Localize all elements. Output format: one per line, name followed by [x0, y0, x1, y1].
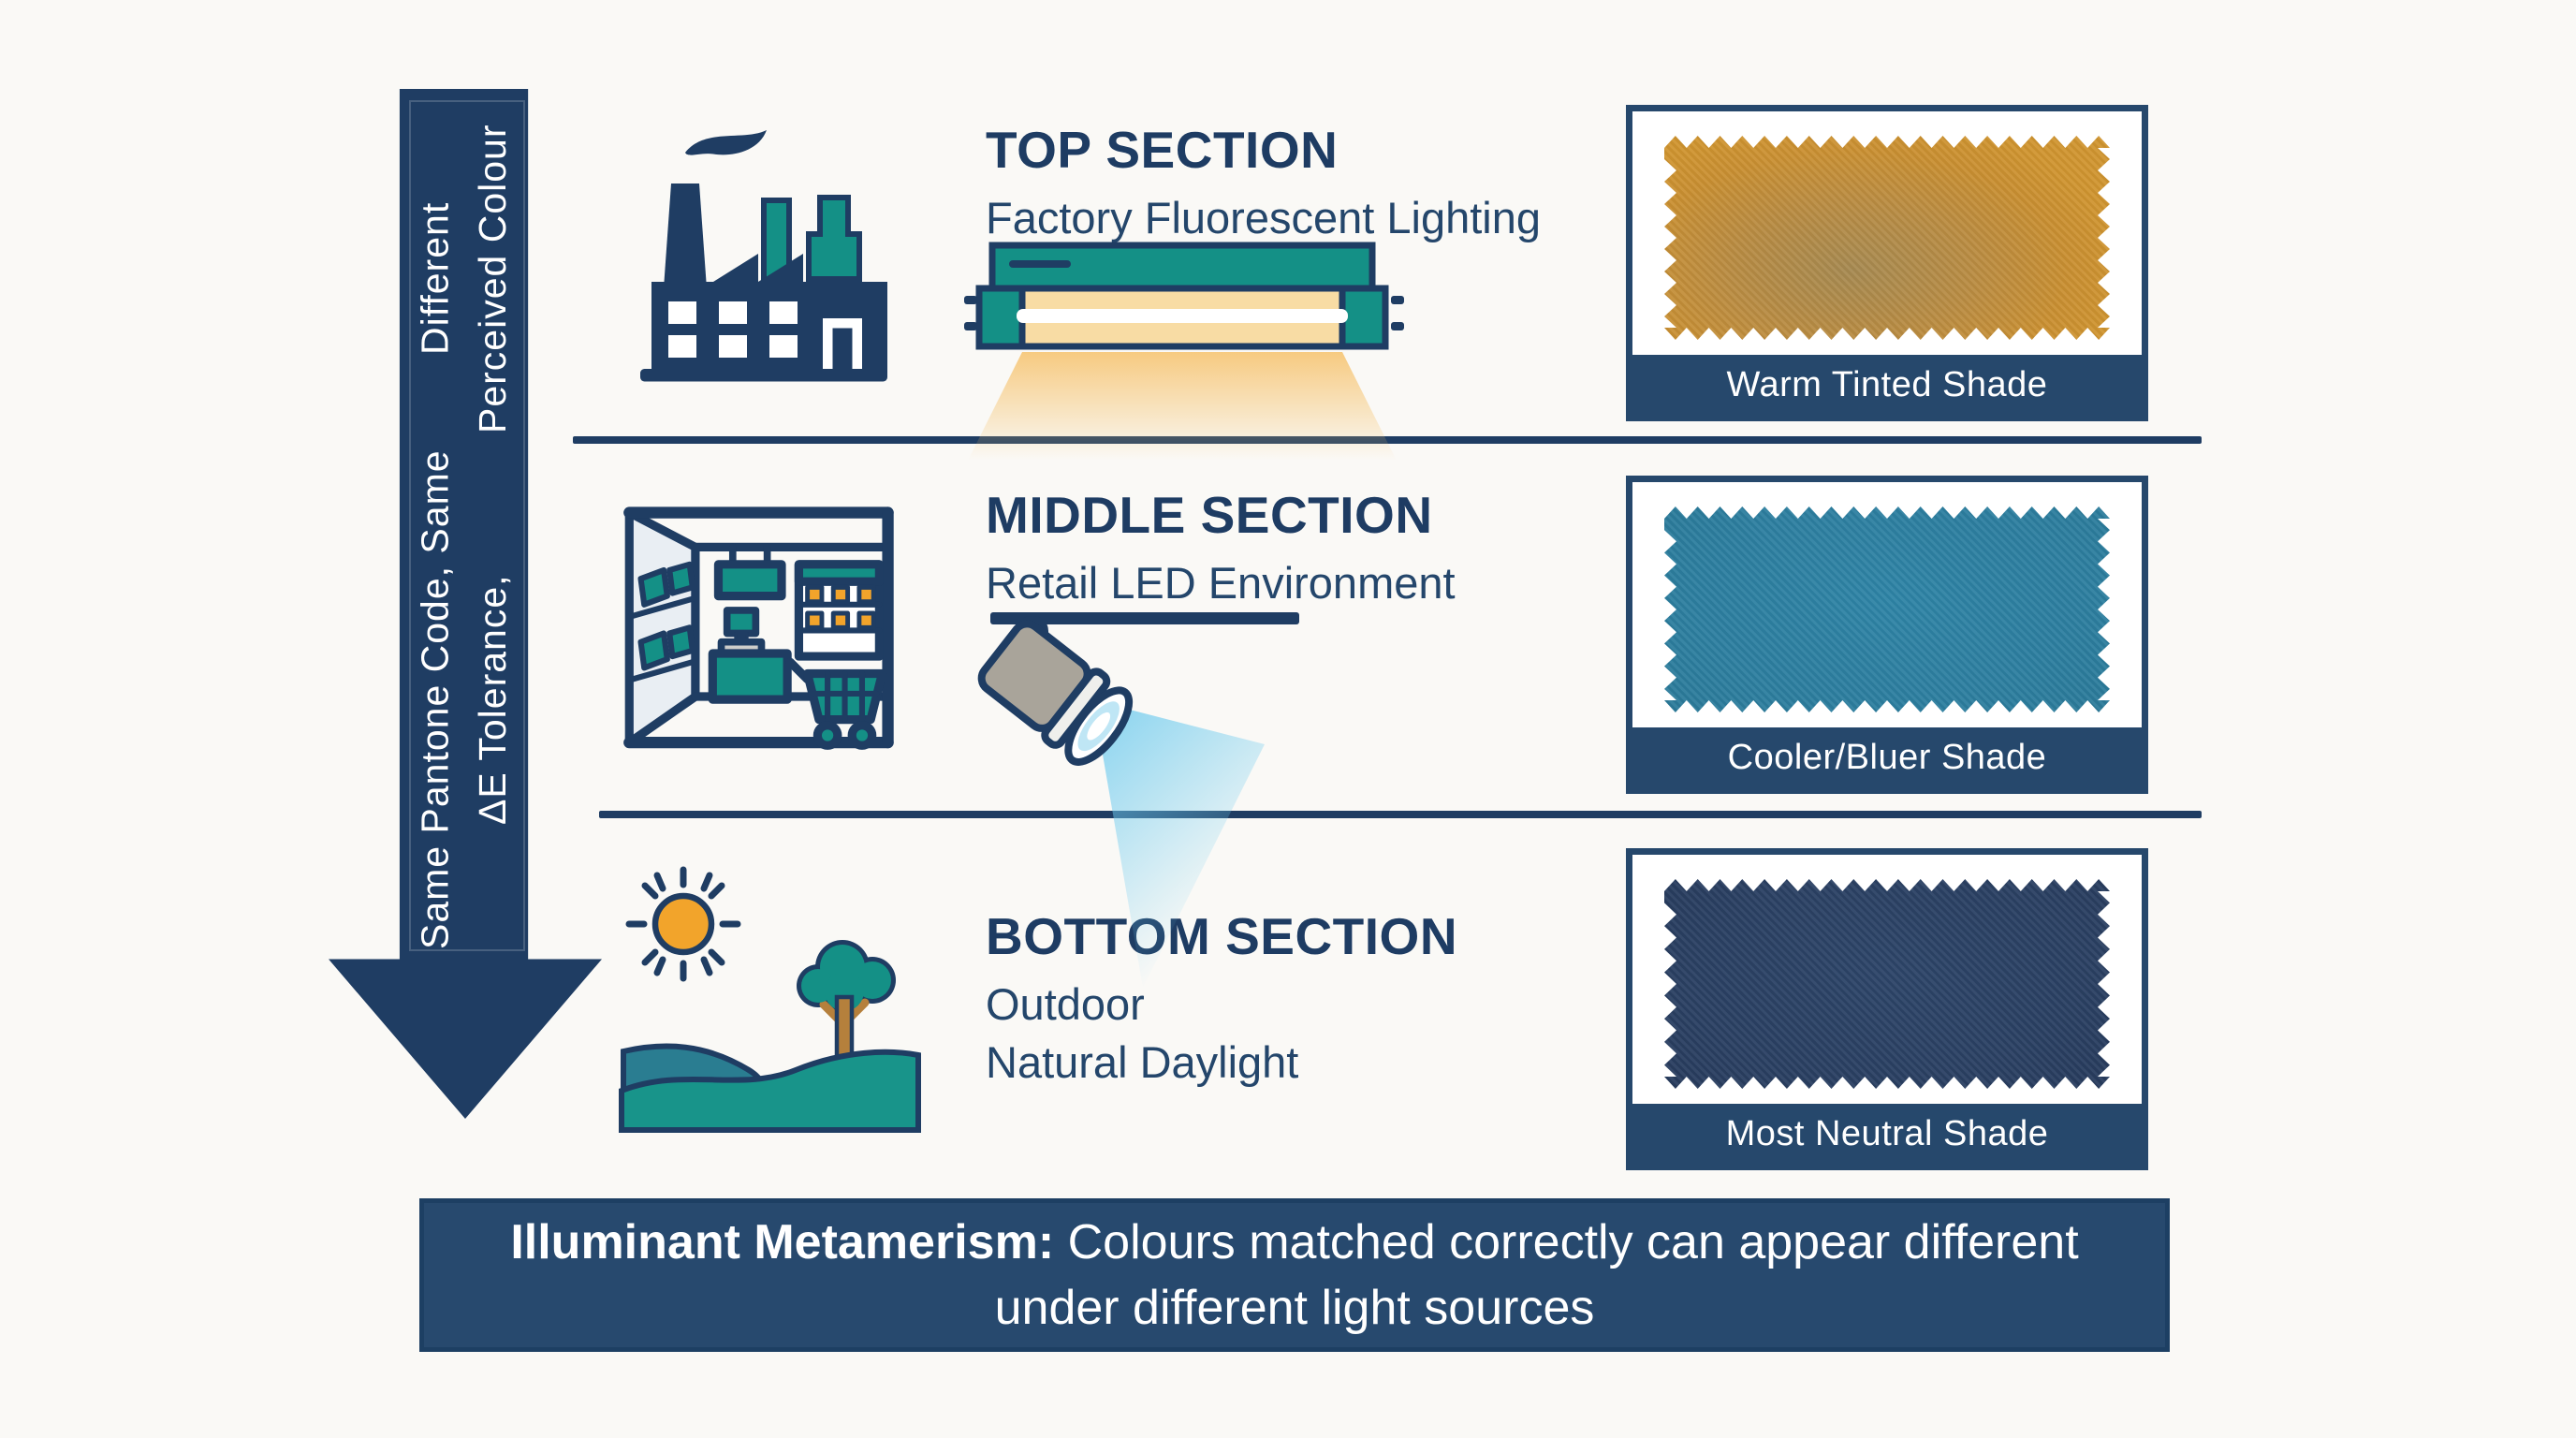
swatch-label-warm: Warm Tinted Shade [1632, 355, 2142, 415]
metamerism-arrow: Same Pantone Code, Same ΔE Tolerance, Di… [329, 89, 602, 1119]
section-middle-heading: MIDDLE SECTION Retail LED Environment [986, 485, 1456, 612]
fabric-swatch-cool [1664, 506, 2110, 712]
spotlight-body [977, 620, 1134, 766]
tree [797, 940, 896, 1061]
factory-smoke [685, 130, 767, 155]
fabric-swatch-neutral [1664, 879, 2110, 1089]
swatch-label-neutral: Most Neutral Shade [1632, 1104, 2142, 1164]
section-top-subtitle: Factory Fluorescent Lighting [986, 193, 1542, 242]
spotlight-beam [1093, 700, 1265, 988]
section-divider-2 [599, 811, 2202, 818]
fabric-swatch-warm [1664, 136, 2110, 340]
spotlight-icon [977, 612, 1299, 988]
section-top-heading: TOP SECTION Factory Fluorescent Lighting [986, 120, 1541, 247]
section-bottom-subtitle: Outdoor [986, 979, 1145, 1029]
section-bottom-subtitle2: Natural Daylight [986, 1037, 1299, 1088]
arrow-caption-line2: Different Perceived Colour [413, 124, 515, 433]
banner: Illuminant Metamerism: Colours matched c… [419, 1198, 2170, 1352]
section-top-title: TOP SECTION [986, 121, 1339, 179]
swatch-label-cool: Cooler/Bluer Shade [1632, 727, 2142, 787]
outdoor-landscape-icon [619, 866, 921, 1133]
swatch-card-neutral: Most Neutral Shade [1626, 848, 2148, 1170]
banner-text: Illuminant Metamerism: Colours matched c… [508, 1210, 2081, 1341]
banner-rest: Colours matched correctly can appear dif… [994, 1214, 2079, 1335]
arrow-inner-outline [409, 100, 525, 951]
arrow-caption-line1: Same Pantone Code, Same ΔE Tolerance, [413, 449, 515, 950]
section-middle-subtitle: Retail LED Environment [986, 558, 1456, 608]
fluorescent-tube-icon [964, 242, 1404, 461]
banner-term: Illuminant Metamerism: [510, 1214, 1055, 1269]
section-middle-title: MIDDLE SECTION [986, 486, 1433, 544]
section-bottom-heading: BOTTOM SECTION Outdoor Natural Daylight [986, 906, 1457, 1092]
fluorescent-light-beam [968, 352, 1397, 461]
section-divider-1 [573, 436, 2202, 444]
swatch-card-cool: Cooler/Bluer Shade [1626, 476, 2148, 794]
factory-icon [640, 130, 887, 382]
arrow-caption: Same Pantone Code, Same ΔE Tolerance, Di… [398, 117, 531, 960]
front-hill [619, 1049, 921, 1133]
sun-rays [625, 866, 741, 982]
sun [651, 892, 715, 956]
section-bottom-title: BOTTOM SECTION [986, 907, 1458, 965]
retail-store-icon [623, 506, 894, 750]
swatch-card-warm: Warm Tinted Shade [1626, 105, 2148, 421]
